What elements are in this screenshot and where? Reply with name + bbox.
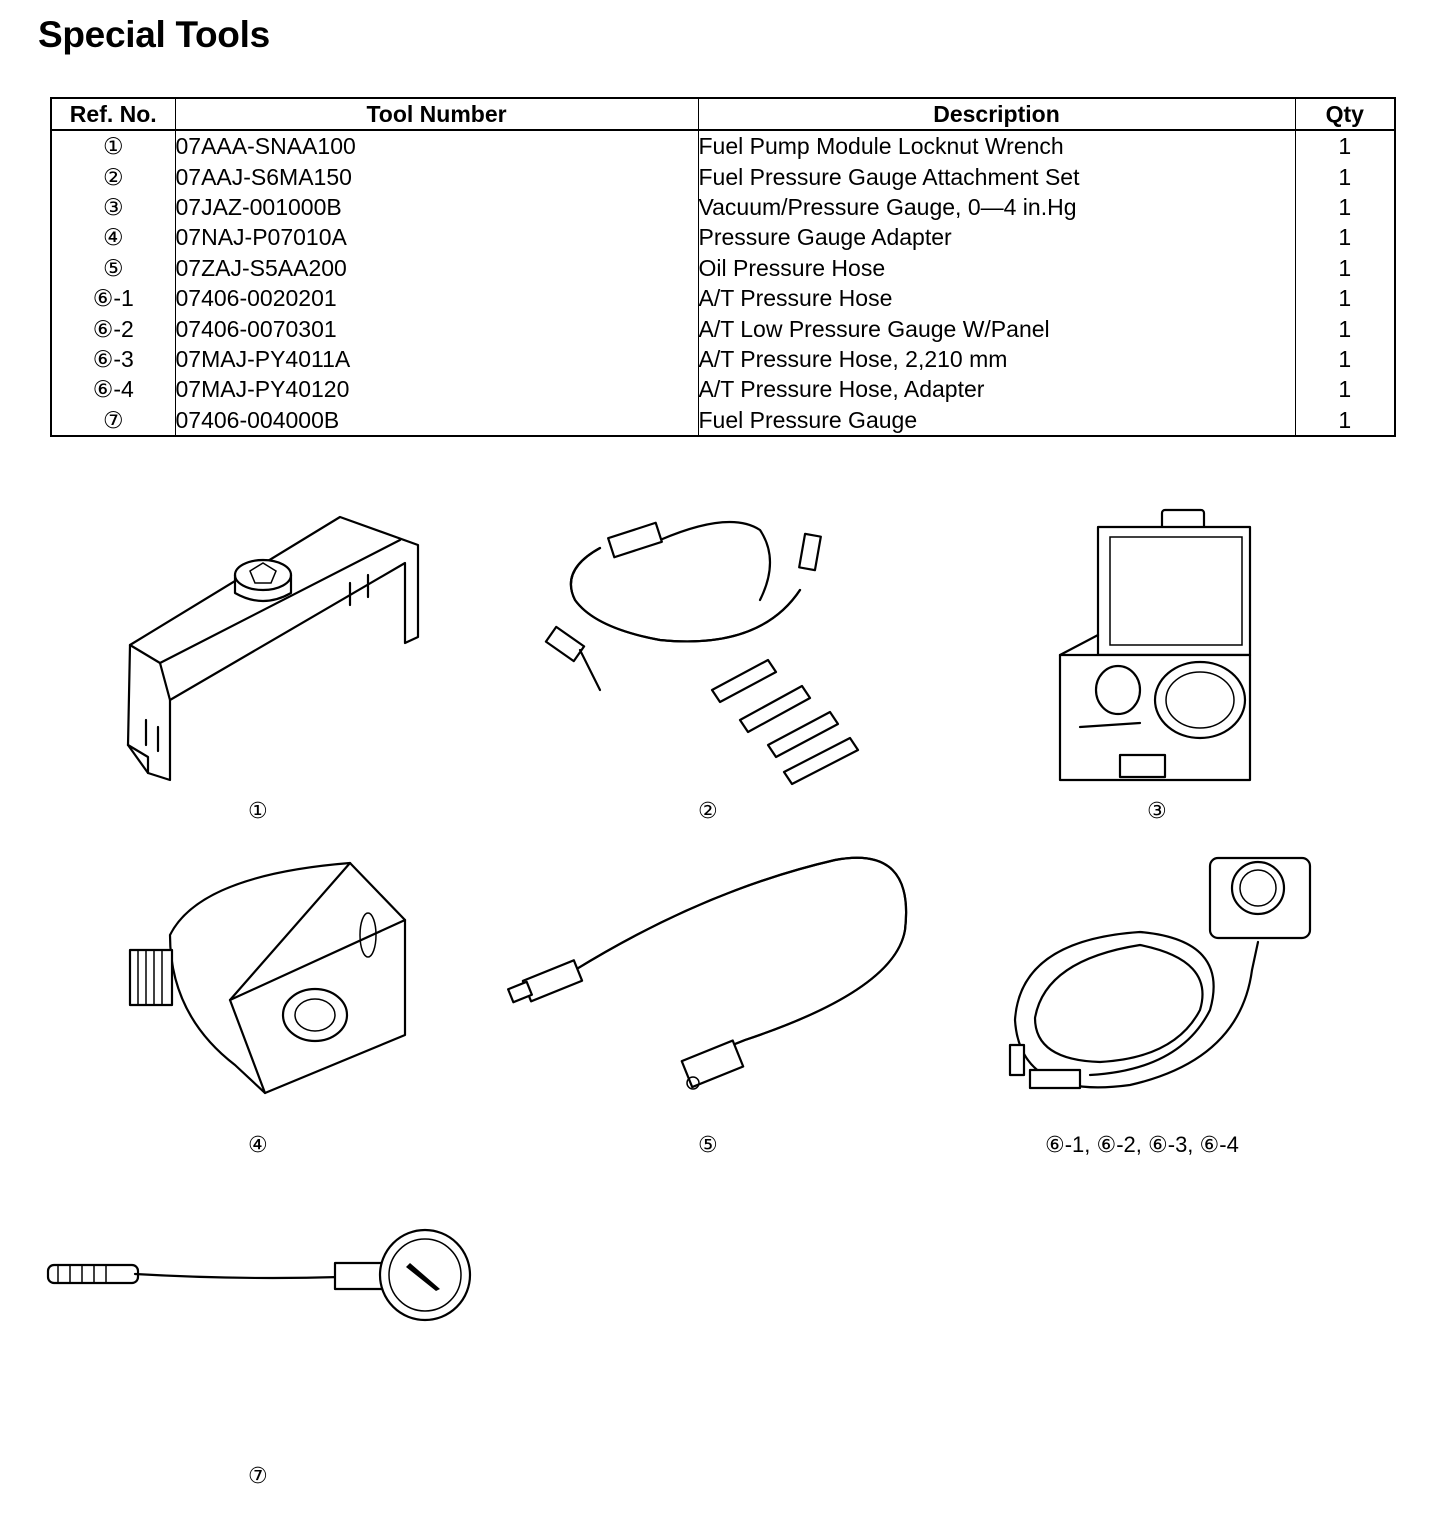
qty-cell: 1 <box>1294 252 1395 283</box>
qty-cell: 1 <box>1294 161 1395 192</box>
tool-number-cell: 07NAJ-P07010A <box>174 222 698 253</box>
description-cell: Oil Pressure Hose <box>697 252 1295 283</box>
ref-cell: ⑥-3 <box>92 345 134 372</box>
gauge-adapter-illustration <box>128 861 407 1095</box>
attachment-set-illustration <box>544 520 860 786</box>
tool-number-cell: 07406-004000B <box>174 404 698 436</box>
ref-cell: ⑤ <box>102 254 124 281</box>
figure-1-caption: ① <box>248 798 268 823</box>
tool-number-cell: 07ZAJ-S5AA200 <box>174 252 698 283</box>
locknut-wrench-illustration <box>126 515 420 782</box>
qty-cell: 1 <box>1294 222 1395 253</box>
ref-cell: ⑥-2 <box>92 315 134 342</box>
qty-cell: 1 <box>1294 130 1395 162</box>
description-cell: A/T Pressure Hose, 2,210 mm <box>697 343 1295 375</box>
description-cell: A/T Pressure Hose, Adapter <box>697 374 1295 405</box>
figure-3-caption: ③ <box>1147 798 1167 823</box>
oil-pressure-hose-illustration <box>507 856 908 1090</box>
tool-number-cell: 07JAZ-001000B <box>174 191 698 223</box>
header-tool-number: Tool Number <box>174 98 698 131</box>
header-ref-no: Ref. No. <box>51 98 175 131</box>
qty-cell: 1 <box>1294 282 1395 314</box>
description-cell: A/T Pressure Hose <box>697 282 1295 314</box>
description-cell: Pressure Gauge Adapter <box>697 222 1295 253</box>
tool-number-cell: 07406-0070301 <box>174 313 698 344</box>
description-cell: Fuel Pressure Gauge Attachment Set <box>697 161 1295 192</box>
qty-cell: 1 <box>1294 404 1395 436</box>
description-cell: Vacuum/Pressure Gauge, 0—4 in.Hg <box>697 191 1295 223</box>
qty-cell: 1 <box>1294 313 1395 344</box>
page-title: Special Tools <box>38 14 270 55</box>
ref-cell: ⑥-1 <box>92 285 134 312</box>
tool-number-cell: 07AAJ-S6MA150 <box>174 161 698 192</box>
ref-cell: ① <box>102 133 124 160</box>
at-pressure-gauge-set-illustration <box>1008 856 1312 1090</box>
header-description: Description <box>697 98 1295 131</box>
figure-5-caption: ⑤ <box>698 1132 718 1157</box>
figure-2-caption: ② <box>698 798 718 823</box>
ref-cell: ⑥-4 <box>92 376 134 403</box>
qty-cell: 1 <box>1294 374 1395 405</box>
fuel-pressure-gauge-illustration <box>46 1228 472 1322</box>
ref-cell: ③ <box>102 193 124 220</box>
description-cell: A/T Low Pressure Gauge W/Panel <box>697 313 1295 344</box>
qty-cell: 1 <box>1294 191 1395 223</box>
figure-7-caption: ⑦ <box>248 1463 268 1488</box>
description-cell: Fuel Pump Module Locknut Wrench <box>697 130 1295 162</box>
special-tools-table: Ref. No. Tool Number Description Qty ① 07… <box>50 97 1396 437</box>
ref-cell: ⑦ <box>102 406 124 433</box>
description-cell: Fuel Pressure Gauge <box>697 404 1295 436</box>
figure-6-caption: ⑥-1, ⑥-2, ⑥-3, ⑥-4 <box>1045 1132 1239 1157</box>
table-header-row: Ref. No. Tool Number Description Qty <box>51 98 1395 131</box>
tool-number-cell: 07406-0020201 <box>174 282 698 314</box>
ref-cell: ④ <box>102 224 124 251</box>
header-qty: Qty <box>1294 98 1395 131</box>
tool-number-cell: 07MAJ-PY40120 <box>174 374 698 405</box>
qty-cell: 1 <box>1294 343 1395 375</box>
ref-cell: ② <box>102 163 124 190</box>
tool-number-cell: 07AAA-SNAA100 <box>174 130 698 162</box>
figure-4-caption: ④ <box>248 1132 268 1157</box>
gauge-case-illustration <box>1058 508 1252 782</box>
tool-number-cell: 07MAJ-PY4011A <box>174 343 698 375</box>
